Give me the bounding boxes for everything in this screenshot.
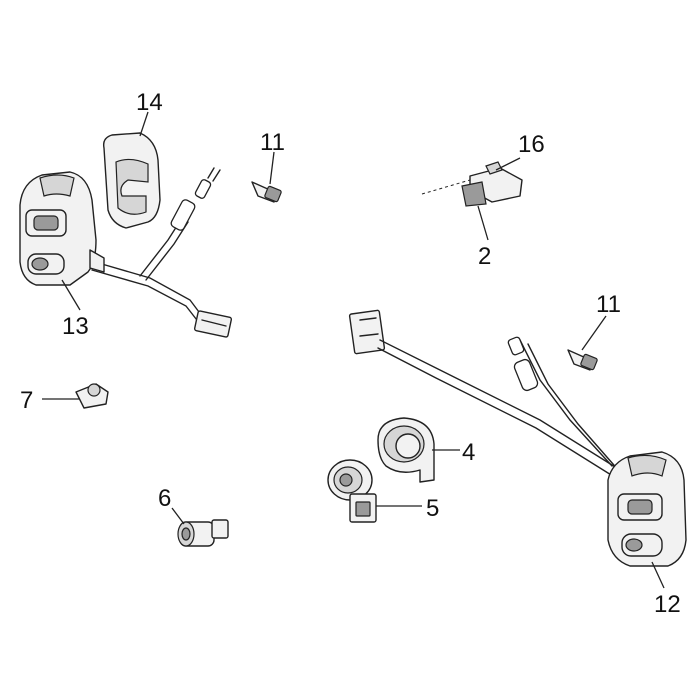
socket-part: [177, 519, 229, 547]
left-branch-tip-2: [212, 169, 221, 182]
right-housing-switch-knob: [627, 499, 653, 515]
bracket-switch-knob: [461, 181, 487, 207]
leader-6: [171, 507, 185, 525]
right-harness-plug: [348, 309, 386, 355]
callout-16: 16: [518, 131, 545, 158]
left-switch-housing: [19, 167, 233, 338]
left-housing-switch-knob: [33, 215, 59, 231]
callout-7: 7: [20, 387, 33, 414]
right-branch-connector: [507, 336, 525, 356]
right-housing-top-button: [627, 454, 667, 477]
left-harness-wire: [94, 261, 206, 321]
right-harness-wire-2: [377, 347, 617, 479]
left-branch-sleeve: [170, 199, 196, 231]
leader-11a: [269, 151, 275, 185]
right-branch-wire: [519, 339, 613, 467]
ignition-lock: [327, 459, 377, 523]
leader-11b: [581, 315, 607, 351]
callout-6: 6: [158, 485, 171, 512]
leader-lines: [42, 111, 665, 589]
bulb-left: [251, 181, 282, 203]
ignition-ring: [377, 417, 435, 483]
callout-numbers: 14 11 13 7 6 16 2 11 4 5 12: [20, 89, 681, 618]
socket-hole: [181, 527, 191, 541]
bulb-right: [567, 349, 598, 371]
callout-14: 14: [136, 89, 163, 116]
right-branch-sleeve: [513, 358, 539, 392]
clip-screw: [87, 383, 101, 397]
left-harness-plug: [193, 310, 233, 338]
leader-14: [139, 111, 149, 137]
left-housing-grommet: [89, 249, 105, 273]
bulb-right-base: [580, 353, 598, 371]
socket-tab: [211, 519, 229, 539]
leader-2: [477, 205, 489, 241]
callout-5: 5: [426, 495, 439, 522]
ignition-ring-inner: [395, 433, 421, 459]
right-housing-bottom-knob: [625, 538, 643, 552]
leader-12: [651, 561, 665, 589]
callout-11-right: 11: [596, 291, 621, 318]
bracket-switch: [421, 161, 523, 207]
left-housing-bottom-knob: [31, 257, 49, 271]
bracket-screw: [485, 161, 503, 175]
callout-12: 12: [654, 591, 681, 618]
right-harness-wire: [379, 339, 621, 471]
callout-2: 2: [478, 243, 491, 270]
callout-11-left: 11: [260, 129, 285, 156]
left-branch-tip: [207, 167, 215, 179]
left-housing-top-button: [39, 174, 75, 197]
clip-part: [75, 383, 109, 409]
switch-cover: [102, 132, 161, 229]
bracket-axis-line: [421, 179, 471, 195]
lock-keyhole: [339, 473, 353, 487]
left-branch-wire-2: [145, 221, 189, 281]
right-branch-wire-2: [527, 343, 621, 473]
callout-13: 13: [62, 313, 89, 340]
right-plug-line: [359, 317, 377, 321]
right-switch-housing: [348, 309, 687, 567]
leader-16: [495, 157, 521, 171]
callout-4: 4: [462, 439, 475, 466]
left-harness-wire-2: [91, 269, 201, 325]
left-branch-connector: [194, 179, 212, 199]
left-plug-line: [201, 319, 227, 327]
leader-13: [61, 279, 81, 311]
right-plug-line-2: [359, 333, 379, 337]
lock-bracket-window: [355, 501, 371, 517]
bulb-left-base: [264, 185, 282, 203]
cover-inner-cutout: [115, 158, 149, 215]
